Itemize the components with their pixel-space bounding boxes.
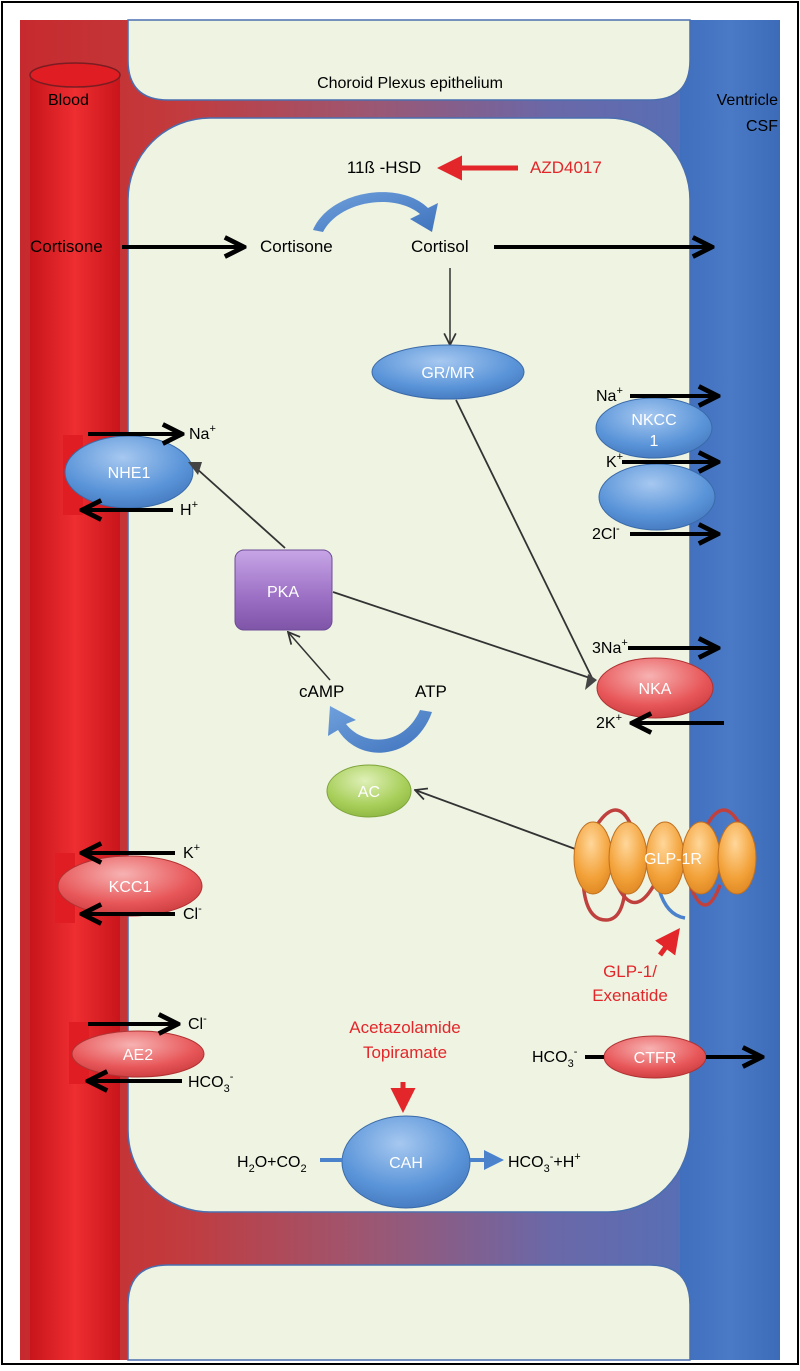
svg-text:KCC1: KCC1 (109, 879, 152, 896)
cah-substrate-label: H2O+CO2 (237, 1154, 307, 1175)
top-epithelial-cell (127, 19, 691, 101)
hsd-curved-arrow (313, 192, 438, 232)
cortisone-blood-label: Cortisone (30, 237, 103, 256)
pka-nhe1-activation-tip (188, 462, 202, 475)
nka-k-label: 2K+ (596, 712, 622, 732)
pka-to-nhe1-line (195, 467, 286, 549)
svg-text:AC: AC (358, 784, 380, 801)
nkcc-na-label: Na+ (596, 385, 623, 405)
svg-text:GR/MR: GR/MR (421, 365, 474, 382)
svg-text:PKA: PKA (267, 584, 299, 601)
svg-text:1: 1 (650, 433, 659, 450)
csf-label: CSF (746, 118, 778, 135)
svg-text:NKA: NKA (639, 681, 672, 698)
kcc1-k-label: K+ (183, 842, 200, 862)
atp-label: ATP (415, 682, 447, 701)
nhe1-h-label: H+ (180, 499, 198, 519)
ventricle-label: Ventricle (717, 92, 778, 109)
acetazolamide-label: Acetazolamide (349, 1018, 461, 1037)
svg-text:CAH: CAH (389, 1155, 423, 1172)
glp1r-to-ac-arrow (415, 790, 579, 851)
svg-text:NHE1: NHE1 (108, 465, 151, 482)
camp-label: cAMP (299, 682, 344, 701)
grmr-receptor: GR/MR (371, 344, 525, 400)
ae2-hco3-label: HCO3- (188, 1071, 234, 1095)
glp1r-receptor: GLP-1R (573, 808, 757, 922)
glp1-label: GLP-1/ (603, 962, 657, 981)
ac-enzyme: AC (326, 764, 412, 818)
camp-to-pka-arrow (288, 632, 331, 681)
glp1-agonist-arrow (655, 927, 680, 957)
bottom-epithelial-cell (127, 1264, 691, 1361)
ctfr-channel: CTFR (603, 1035, 707, 1079)
hsd-label: 11ß -HSD (347, 158, 421, 177)
blood-label: Blood (48, 92, 89, 109)
pka-kinase: PKA (234, 549, 333, 631)
kcc1-cotransporter: KCC1 (55, 853, 203, 923)
cah-product-label: HCO3-+H+ (508, 1151, 581, 1175)
nhe1-na-label: Na+ (189, 423, 216, 443)
azd4017-label: AZD4017 (530, 158, 602, 177)
cah-enzyme: CAH (341, 1115, 471, 1209)
svg-text:CTFR: CTFR (634, 1050, 677, 1067)
ctfr-hco3-label: HCO3- (532, 1046, 578, 1070)
svg-text:AE2: AE2 (123, 1047, 153, 1064)
grmr-to-nka-line (455, 399, 595, 683)
choroid-plexus-label: Choroid Plexus epithelium (317, 75, 503, 92)
ae2-exchanger: AE2 (69, 1022, 205, 1084)
nka-activation-tip (585, 674, 597, 690)
atp-to-camp-curved-arrow (328, 706, 432, 753)
cortisol-label: Cortisol (411, 237, 469, 256)
topiramate-label: Topiramate (363, 1043, 447, 1062)
ae2-cl-label: Cl- (188, 1013, 207, 1033)
blood-vessel (29, 62, 121, 1360)
exenatide-label: Exenatide (592, 986, 668, 1005)
nkcc-cl-label: 2Cl- (592, 523, 620, 543)
cortisone-cell-label: Cortisone (260, 237, 333, 256)
nkcc-k-label: K+ (606, 451, 623, 471)
nka-pump: NKA (596, 657, 714, 719)
pka-to-nka-line (332, 591, 591, 679)
nkcc1-cotransporter: NKCC 1 (595, 397, 716, 531)
kcc1-cl-label: Cl- (183, 903, 202, 923)
svg-text:GLP-1R: GLP-1R (644, 851, 702, 868)
nka-na-label: 3Na+ (592, 637, 628, 657)
svg-text:NKCC: NKCC (631, 412, 676, 429)
